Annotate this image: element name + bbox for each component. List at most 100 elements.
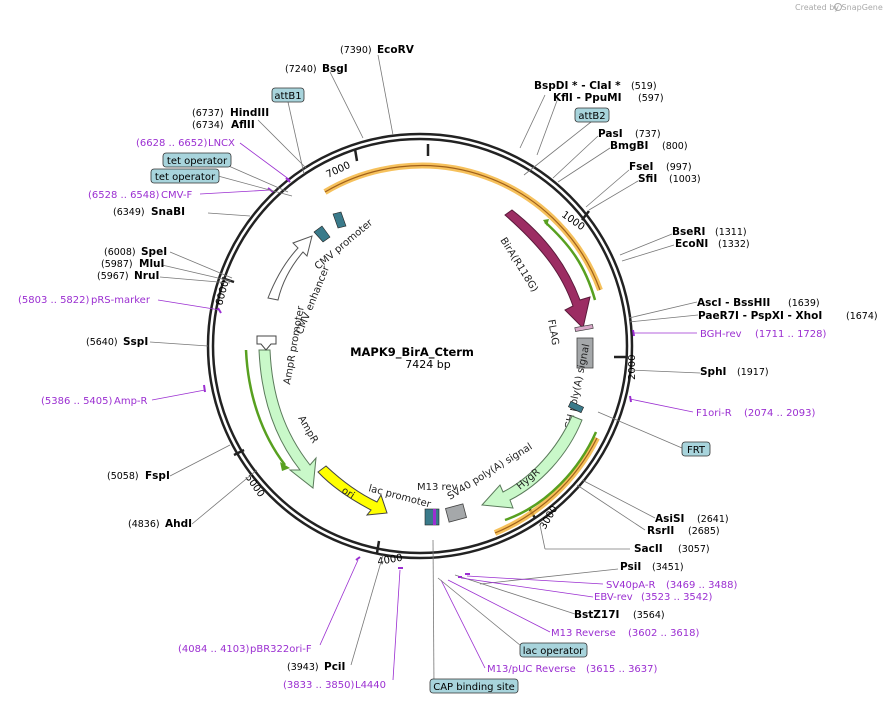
primer-bgh-name: BGH-rev — [700, 329, 742, 340]
primer-ebv-range: (3523 .. 3542) — [641, 592, 713, 603]
site-spei-pos: (6008) — [104, 247, 136, 258]
attb2-box: attB2 — [574, 107, 610, 123]
primer-m13rev-name: M13 Reverse — [551, 628, 616, 639]
tick-5000 — [233, 448, 245, 457]
hygr-green-arc — [504, 431, 598, 522]
site-sfii-name: SfiI — [638, 173, 657, 185]
site-sspi-name: SspI — [123, 336, 148, 348]
plasmid-name: MAPK9_BirA_Cterm — [350, 345, 474, 360]
site-snabi-name: SnaBI — [151, 206, 185, 218]
site-pcii-pos: (3943) — [287, 662, 319, 673]
primer-l4440-name: L4440 — [355, 680, 386, 691]
site-spei-name: SpeI — [141, 246, 167, 258]
tet-operator-box-2: tet operator — [150, 168, 220, 184]
frt-box-label: FRT — [687, 445, 706, 456]
tet-operator-1-label: tet operator — [167, 156, 228, 167]
site-sacii-pos: (3057) — [678, 544, 710, 555]
ampr-label: AmpR — [295, 414, 319, 445]
primer-ampr-range: (5386 .. 5405) — [41, 396, 113, 407]
site-bseri-pos: (1311) — [715, 227, 747, 238]
tick-label-2000: 2000 — [627, 355, 638, 380]
plasmid-length: 7424 bp — [405, 358, 450, 371]
site-pasi-name: PasI — [598, 128, 623, 140]
tet-operator-2-label: tet operator — [155, 172, 216, 183]
primer-labels: (6628 .. 6652) LNCX (6528 .. 6548) CMV-F… — [18, 138, 827, 691]
site-ecorv-pos: (7390) — [340, 45, 372, 56]
site-sspi-pos: (5640) — [86, 337, 118, 348]
site-bstz17i-name: BstZ17I — [574, 609, 619, 621]
tet-operator-box-1: tet operator — [162, 152, 232, 168]
bgh-polya-feature — [576, 337, 594, 369]
site-fsei-name: FseI — [629, 161, 653, 173]
site-kfli-name: KflI - PpuMI — [553, 92, 622, 104]
birA-green-arrowhead — [543, 219, 549, 226]
site-asisi-name: AsiSI — [655, 513, 684, 525]
primer-prs-range: (5803 .. 5822) — [18, 295, 90, 306]
primer-cmvf-name: CMV-F — [161, 190, 192, 201]
orf-arc-top-line — [324, 164, 601, 291]
site-mlui-pos: (5987) — [101, 259, 133, 270]
site-nrui-name: NruI — [134, 270, 159, 282]
site-nrui-pos: (5967) — [97, 271, 129, 282]
site-paer7i-name: PaeR7I - PspXI - XhoI — [698, 310, 822, 322]
site-rsrii-name: RsrII — [647, 525, 674, 537]
ori-feature — [317, 465, 388, 516]
site-econi-name: EcoNI — [675, 238, 708, 250]
cmv-enhancer-label: CMV enhancer — [295, 264, 333, 336]
m13-primer-mark — [433, 509, 436, 525]
site-psii-name: PsiI — [620, 561, 641, 573]
site-sphi-name: SphI — [700, 366, 726, 378]
primer-f1ori-name: F1ori-R — [696, 408, 732, 419]
site-rsrii-pos: (2685) — [688, 526, 720, 537]
primer-l4440-range: (3833 .. 3850) — [283, 680, 355, 691]
site-fspi-pos: (5058) — [107, 471, 139, 482]
site-aflii-name: AflII — [231, 119, 255, 131]
birA-green-arc — [544, 221, 597, 301]
site-ecorv-name: EcoRV — [377, 44, 415, 56]
ampr-green-arrowhead — [280, 462, 290, 471]
site-paer7i-pos: (1674) — [846, 311, 878, 322]
site-sphi-pos: (1917) — [737, 367, 769, 378]
site-hindiii-pos: (6737) — [192, 108, 224, 119]
primer-m13puc-name: M13/pUC Reverse — [487, 664, 576, 675]
site-bstz17i-pos: (3564) — [633, 610, 665, 621]
primer-m13rev-range: (3602 .. 3618) — [628, 628, 700, 639]
site-labels-left: (7390) EcoRV (7240) BsgI (6737) HindIII … — [86, 44, 415, 673]
site-mlui-name: MluI — [139, 258, 164, 270]
site-kfli-pos: (597) — [638, 93, 664, 104]
frt-box: FRT — [681, 441, 711, 457]
site-psii-pos: (3451) — [652, 562, 684, 573]
site-sfii-pos: (1003) — [669, 174, 701, 185]
site-pasi-pos: (737) — [635, 129, 661, 140]
primer-sv40pa-range: (3469 .. 3488) — [666, 580, 738, 591]
attb1-feature — [332, 211, 347, 229]
cmv-promoter-feature — [313, 225, 331, 243]
site-aflii-pos: (6734) — [192, 120, 224, 131]
site-asci-pos: (1639) — [788, 298, 820, 309]
primer-pbr-name: pBR322ori-F — [250, 644, 312, 655]
backbone-inner-ring — [211, 137, 629, 555]
tick-label-5000: 5000 — [243, 472, 267, 499]
snapgene-logo-icon — [834, 3, 842, 11]
site-bspdi-name: BspDI * - ClaI * — [534, 80, 621, 92]
primer-bgh-range: (1711 .. 1728) — [755, 329, 827, 340]
ampr-green-arc — [244, 349, 286, 466]
ampr-promoter-feature — [256, 335, 277, 351]
primer-sv40pa-name: SV40pA-R — [606, 580, 655, 591]
site-hindiii-name: HindIII — [230, 107, 269, 119]
lac-operator-box: lac operator — [519, 642, 588, 658]
primer-ebv-name: EBV-rev — [594, 592, 633, 603]
tick-marks — [221, 144, 626, 554]
tick-label-4000: 4000 — [377, 553, 404, 568]
frt-feature — [567, 400, 585, 414]
site-bspdi-pos: (519) — [631, 81, 657, 92]
site-fsei-pos: (997) — [666, 162, 692, 173]
hygr-feature — [480, 415, 583, 509]
primer-prs-name: pRS-marker — [91, 295, 151, 306]
m13-rev-label: M13 rev — [417, 482, 458, 493]
site-ahdi-name: AhdI — [165, 518, 192, 530]
birA-feature — [504, 209, 591, 329]
primer-m13puc-range: (3615 .. 3637) — [586, 664, 658, 675]
site-bmgbi-pos: (800) — [662, 141, 688, 152]
